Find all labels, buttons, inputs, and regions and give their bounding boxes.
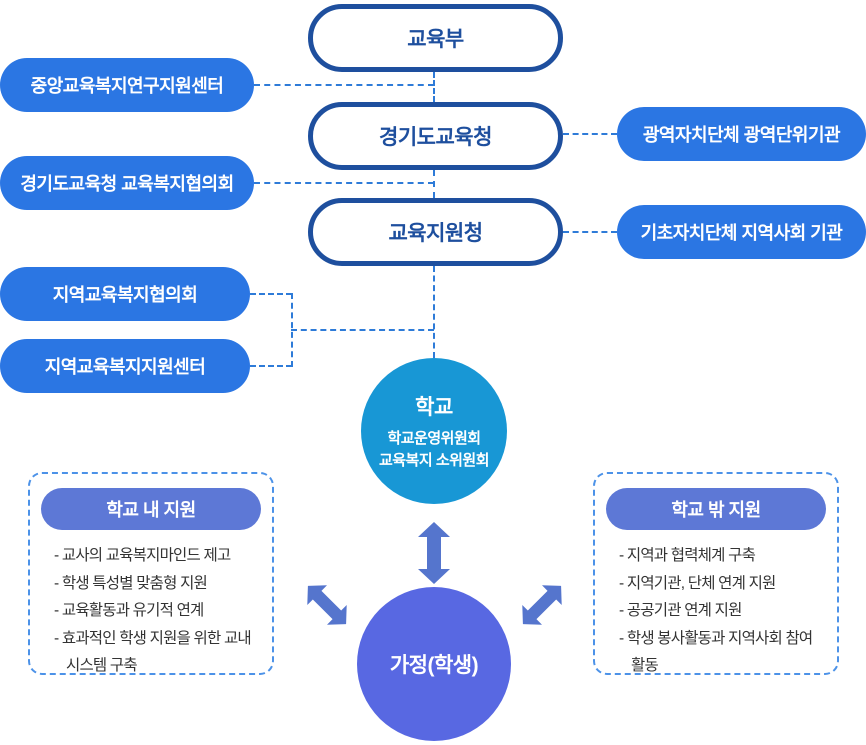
connector-district-school: [433, 266, 435, 358]
family-circle-label: 가정(학생): [389, 654, 479, 677]
node-label: 경기도교육청 교육복지협의회: [20, 174, 234, 194]
connector-central-center-branch: [254, 84, 434, 86]
connector-district-right: [563, 231, 617, 233]
node-label: 광역자치단체 광역단위기관: [642, 125, 841, 145]
node-label: 지역교육복지협의회: [52, 285, 198, 305]
school-circle-subtitle-1: 학교운영위원회: [387, 429, 481, 447]
connector-bracket-to-center: [291, 329, 434, 331]
node-ministry-of-education: 교육부: [308, 4, 563, 72]
connector-provincial-right: [563, 133, 617, 135]
list-item: 공공기관 연계 지원: [619, 597, 825, 625]
list-item: 교사의 교육복지마인드 제고: [54, 542, 260, 570]
node-label: 교육부: [407, 28, 464, 51]
node-metropolitan-agencies: 광역자치단체 광역단위기관: [617, 107, 866, 161]
two-way-arrow-left-diagonal-icon: [297, 575, 356, 634]
two-way-arrow-right-diagonal-icon: [512, 575, 571, 634]
node-provincial-office: 경기도교육청: [308, 102, 563, 170]
out-of-school-support-header: 학교 밖 지원: [606, 488, 826, 530]
in-school-support-list: 교사의 교육복지마인드 제고 학생 특성별 맞춤형 지원 교육활동과 유기적 연…: [54, 542, 260, 680]
school-circle-title: 학교: [415, 395, 453, 419]
node-regional-support-center: 지역교육복지지원센터: [0, 339, 250, 393]
list-item: 교육활동과 유기적 연계: [54, 597, 260, 625]
node-provincial-welfare-council: 경기도교육청 교육복지협의회: [0, 156, 254, 210]
connector-council-branch: [254, 182, 434, 184]
connector-ministry-provincial: [433, 72, 435, 102]
node-label: 교육지원청: [388, 222, 483, 245]
out-of-school-support-box: 학교 밖 지원 지역과 협력체계 구축 지역기관, 단체 연계 지원 공공기관 …: [593, 472, 839, 675]
two-way-arrow-vertical-icon: [417, 522, 451, 584]
connector-regional-council-branch: [250, 293, 292, 295]
school-circle: 학교 학교운영위원회 교육복지 소위원회: [361, 358, 507, 504]
in-school-support-header: 학교 내 지원: [41, 488, 261, 530]
node-district-office: 교육지원청: [308, 198, 563, 266]
node-label: 지역교육복지지원센터: [44, 357, 206, 377]
list-item: 학생 특성별 맞춤형 지원: [54, 570, 260, 598]
list-item: 지역과 협력체계 구축: [619, 542, 825, 570]
list-item: 학생 봉사활동과 지역사회 참여활동: [619, 625, 825, 680]
node-central-research-center: 중앙교육복지연구지원센터: [0, 58, 254, 112]
family-student-circle: 가정(학생): [357, 587, 511, 741]
node-label: 중앙교육복지연구지원센터: [30, 76, 224, 96]
node-label: 기초자치단체 지역사회 기관: [640, 223, 843, 243]
node-label: 경기도교육청: [379, 126, 492, 149]
list-item: 효과적인 학생 지원을 위한 교내 시스템 구축: [54, 625, 260, 680]
school-circle-subtitle-2: 교육복지 소위원회: [378, 451, 490, 469]
node-regional-welfare-council: 지역교육복지협의회: [0, 267, 250, 321]
out-of-school-support-list: 지역과 협력체계 구축 지역기관, 단체 연계 지원 공공기관 연계 지원 학생…: [619, 542, 825, 680]
connector-provincial-district: [433, 170, 435, 198]
node-local-community-agencies: 기초자치단체 지역사회 기관: [617, 205, 866, 259]
list-item: 지역기관, 단체 연계 지원: [619, 570, 825, 598]
connector-regional-center-branch: [250, 365, 292, 367]
in-school-support-box: 학교 내 지원 교사의 교육복지마인드 제고 학생 특성별 맞춤형 지원 교육활…: [28, 472, 274, 675]
